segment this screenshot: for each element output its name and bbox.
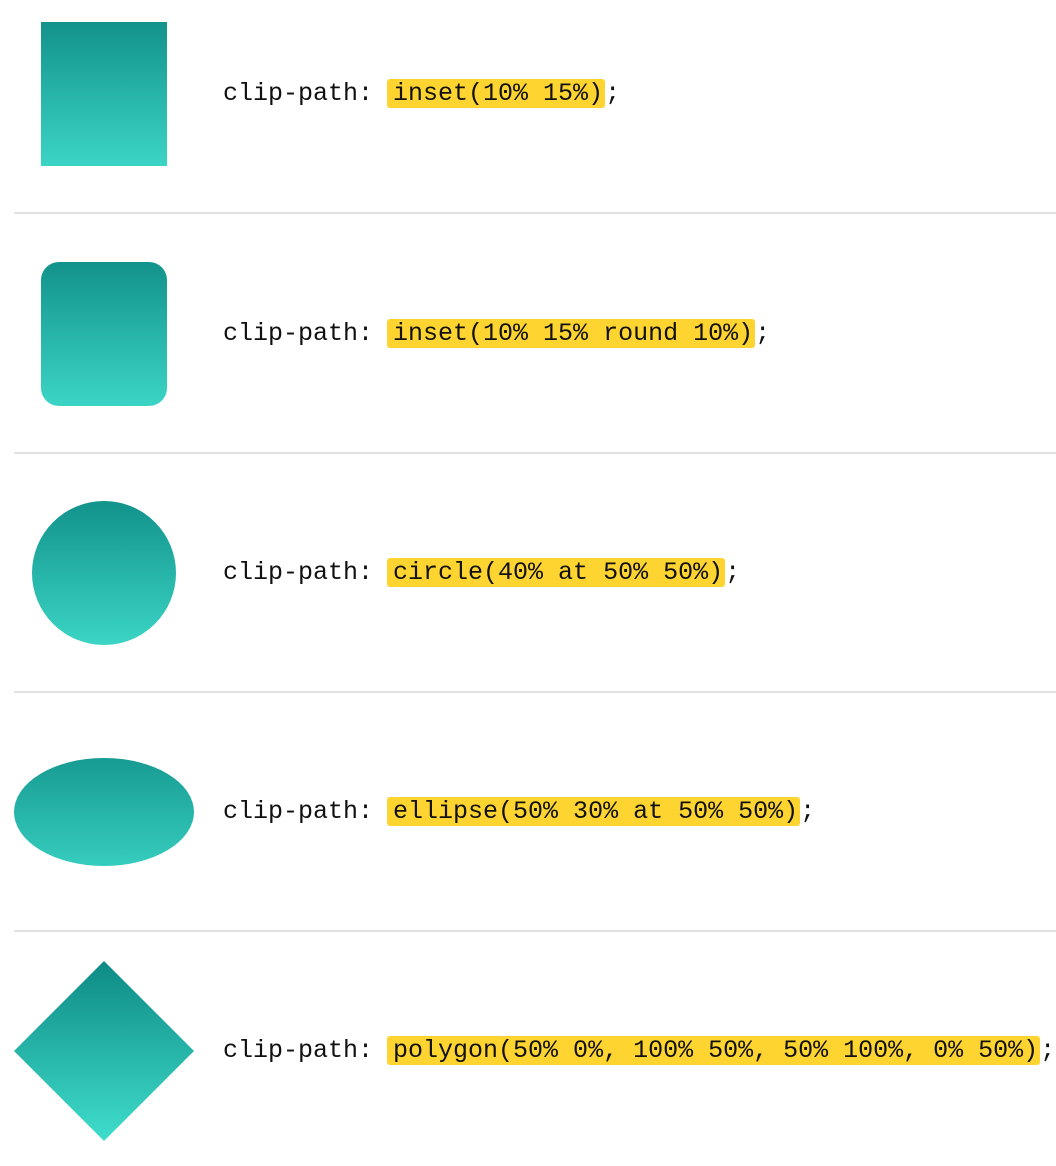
semicolon: ; [800,797,816,826]
rounded-rectangle-shape [41,262,167,406]
shape-preview [14,961,194,1141]
demo-row-inset-round: clip-path: inset(10% 15% round 10%); [14,244,1056,484]
css-declaration: clip-path: ellipse(50% 30% at 50% 50%); [223,795,815,829]
css-declaration: clip-path: inset(10% 15%); [223,77,620,111]
row-divider [14,691,1056,693]
demo-row-ellipse: clip-path: ellipse(50% 30% at 50% 50%); [14,722,1056,962]
css-declaration: clip-path: circle(40% at 50% 50%); [223,556,740,590]
inset-rectangle-shape [41,22,167,166]
semicolon: ; [755,319,771,348]
css-declaration: clip-path: polygon(50% 0%, 100% 50%, 50% … [223,1034,1055,1068]
demo-row-inset: clip-path: inset(10% 15%); [14,4,1056,244]
property-value: inset(10% 15%) [387,79,606,108]
shape-preview [14,4,194,184]
property-name: clip-path: [223,79,374,108]
semicolon: ; [605,79,621,108]
row-divider [14,212,1056,214]
property-value: polygon(50% 0%, 100% 50%, 50% 100%, 0% 5… [387,1036,1041,1065]
shape-preview [14,722,194,902]
demo-row-circle: clip-path: circle(40% at 50% 50%); [14,483,1056,723]
row-divider [14,930,1056,932]
diamond-polygon-shape [14,961,194,1141]
property-name: clip-path: [223,558,374,587]
semicolon: ; [725,558,741,587]
circle-shape [32,501,176,645]
property-value: circle(40% at 50% 50%) [387,558,726,587]
css-declaration: clip-path: inset(10% 15% round 10%); [223,317,770,351]
demo-row-polygon: clip-path: polygon(50% 0%, 100% 50%, 50% … [14,961,1056,1166]
property-value: ellipse(50% 30% at 50% 50%) [387,797,801,826]
property-name: clip-path: [223,1036,374,1065]
property-name: clip-path: [223,319,374,348]
ellipse-shape [14,758,194,866]
semicolon: ; [1040,1036,1056,1065]
shape-preview [14,244,194,424]
row-divider [14,452,1056,454]
property-value: inset(10% 15% round 10%) [387,319,756,348]
shape-preview [14,483,194,663]
property-name: clip-path: [223,797,374,826]
